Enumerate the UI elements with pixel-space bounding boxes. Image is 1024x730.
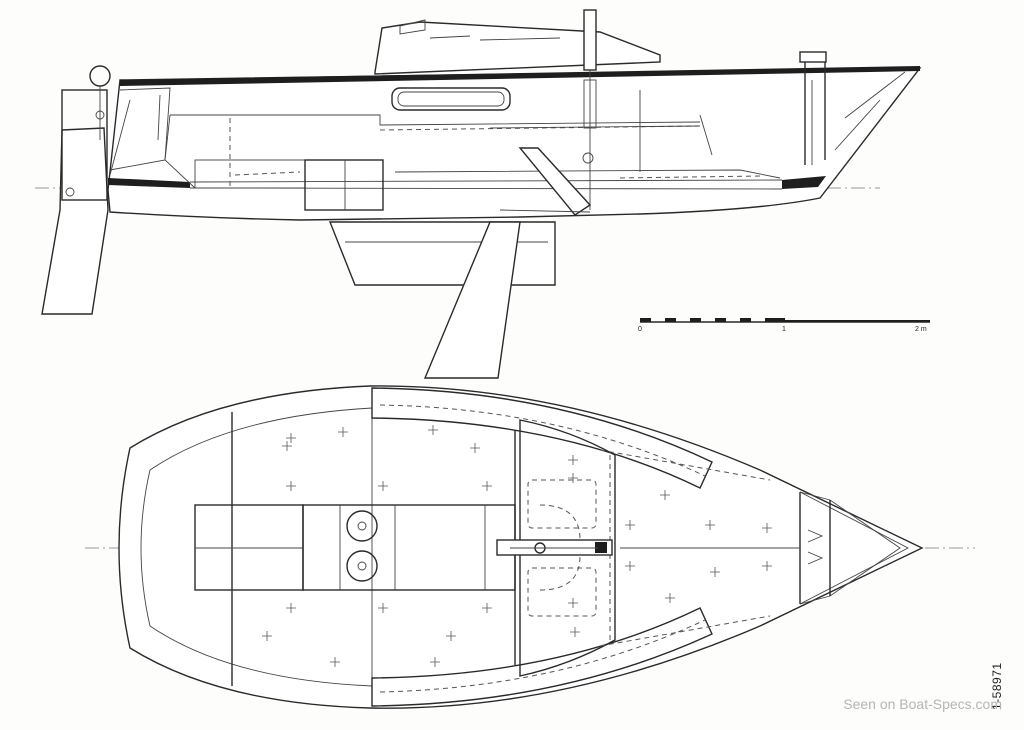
cabin-window (391, 87, 511, 111)
scale-label-one: 1 (782, 326, 786, 333)
side-deck-starboard (371, 387, 713, 489)
centerboard-trunk (518, 147, 592, 216)
boot-stripe-bow (782, 176, 826, 189)
rudder-stock (61, 89, 108, 201)
plan-view (85, 385, 975, 709)
tiller-head (89, 65, 111, 87)
rudder (41, 127, 109, 315)
scale-bar: 0 1 2 m (638, 318, 930, 333)
stove-burner-1 (346, 510, 378, 542)
hull-profile (107, 67, 922, 221)
mast-step (583, 9, 597, 71)
bow-cleat (799, 51, 827, 63)
scale-label-zero: 0 (638, 326, 642, 333)
centerboard-blade (423, 221, 521, 379)
side-profile-view (35, 9, 922, 379)
boot-stripe (108, 178, 190, 188)
keel-stub (328, 221, 556, 286)
scale-label-two-m: 2 m (915, 326, 927, 333)
centerboard-trunk-plan (496, 539, 613, 556)
cushion-markers (262, 425, 772, 667)
galley-block (304, 159, 384, 211)
stove-burner-2 (346, 550, 378, 582)
cabin-trunk (374, 21, 661, 75)
sheer-stripe (120, 66, 920, 86)
side-deck-port (371, 607, 713, 707)
watermark: Seen on Boat-Specs.com (843, 696, 1002, 712)
